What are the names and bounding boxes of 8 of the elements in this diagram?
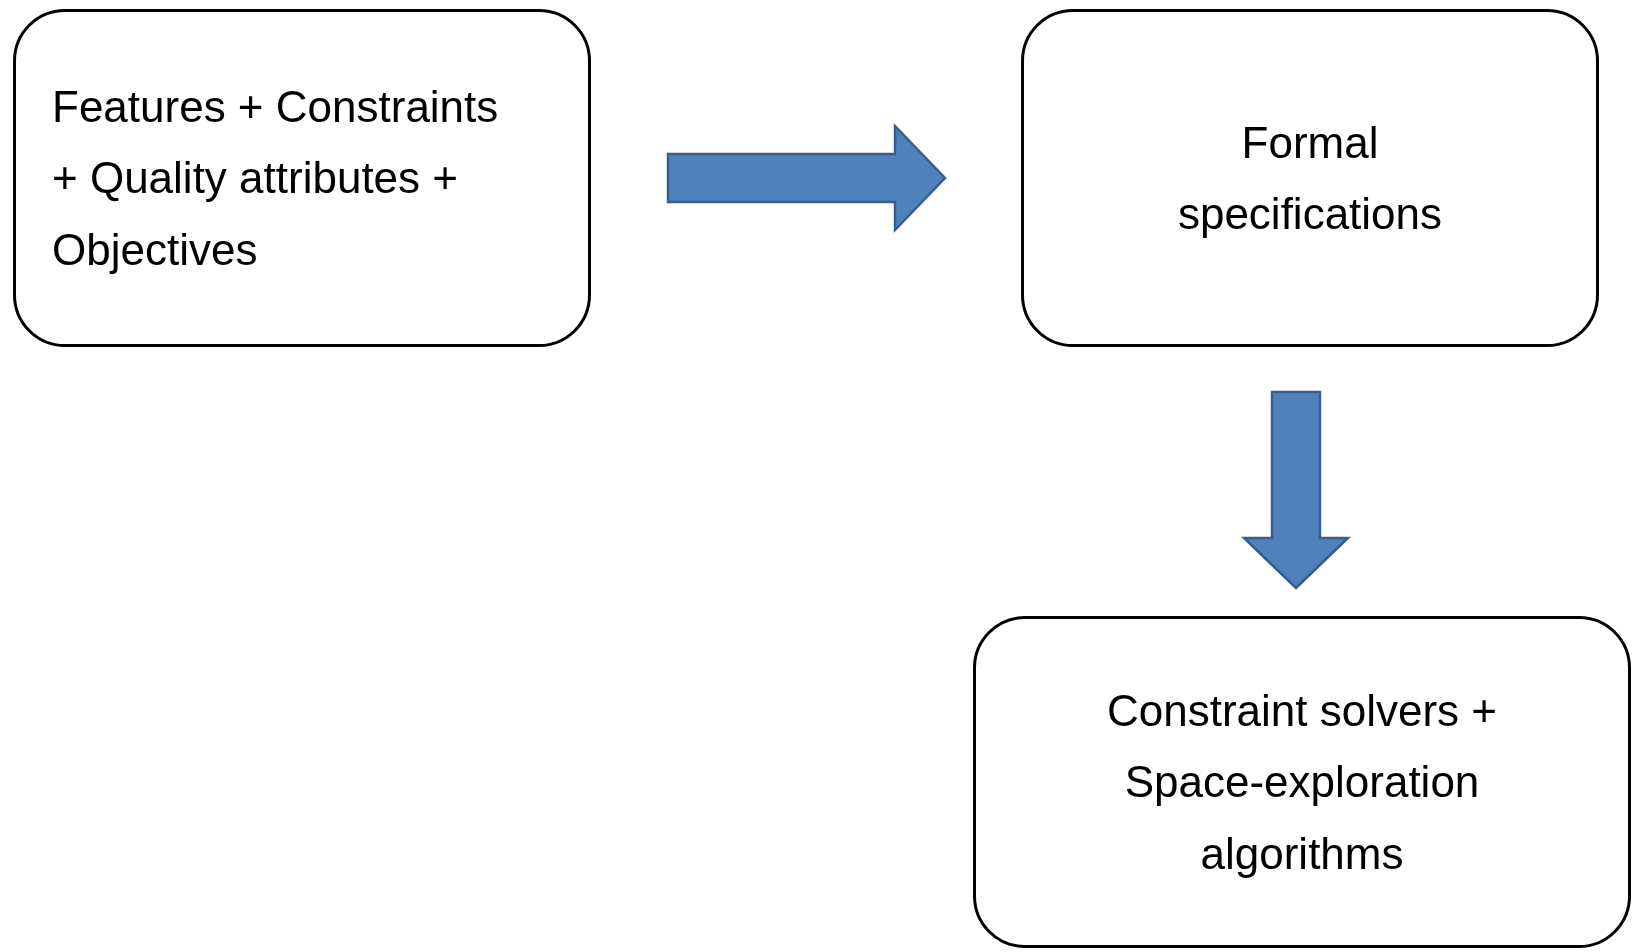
box-label: Features + Constraints + Quality attributes + Objectives bbox=[52, 81, 500, 276]
block-arrow bbox=[1240, 390, 1352, 590]
rounded-box bbox=[1021, 9, 1599, 347]
rounded-box bbox=[13, 9, 591, 347]
rounded-box bbox=[973, 616, 1631, 948]
box-label: Constraint solvers + Space-exploration algorithms bbox=[1105, 685, 1499, 880]
block-arrow bbox=[666, 122, 947, 234]
box-label: Formal specifications bbox=[1176, 116, 1444, 240]
